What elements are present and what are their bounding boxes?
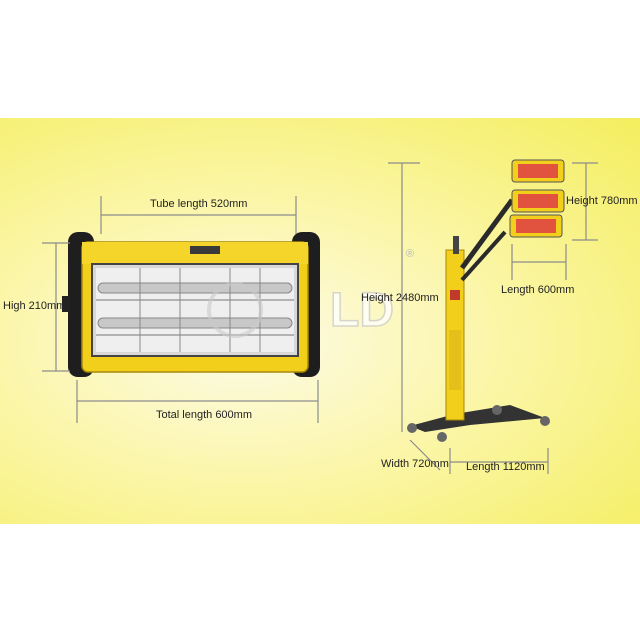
single-lamp-dimension-lines <box>42 196 319 423</box>
width-base-label: Width 720mm <box>381 458 449 470</box>
height-total-label: Height 2480mm <box>361 292 439 304</box>
stand-lamp-dimension-lines <box>388 162 598 474</box>
svg-text:LD: LD <box>330 284 394 337</box>
stand-lamp-heater <box>407 159 565 442</box>
registered-mark: ® <box>406 248 415 260</box>
length-base-label: Length 1120mm <box>466 461 545 473</box>
tube-length-label: Tube length 520mm <box>150 198 248 210</box>
ld-watermark-logo: LD <box>207 282 395 338</box>
stand-lamp-head-top <box>511 159 565 183</box>
high-label: High 210mm <box>3 300 66 312</box>
single-lamp-heater <box>62 232 320 377</box>
stand-lamp-head-bottom <box>509 214 563 238</box>
stand-lamp-head-middle <box>511 189 565 213</box>
length-arm-label: Length 600mm <box>501 284 575 296</box>
total-length-label: Total length 600mm <box>156 409 252 421</box>
height-head-label: Height 780mm <box>566 195 638 207</box>
